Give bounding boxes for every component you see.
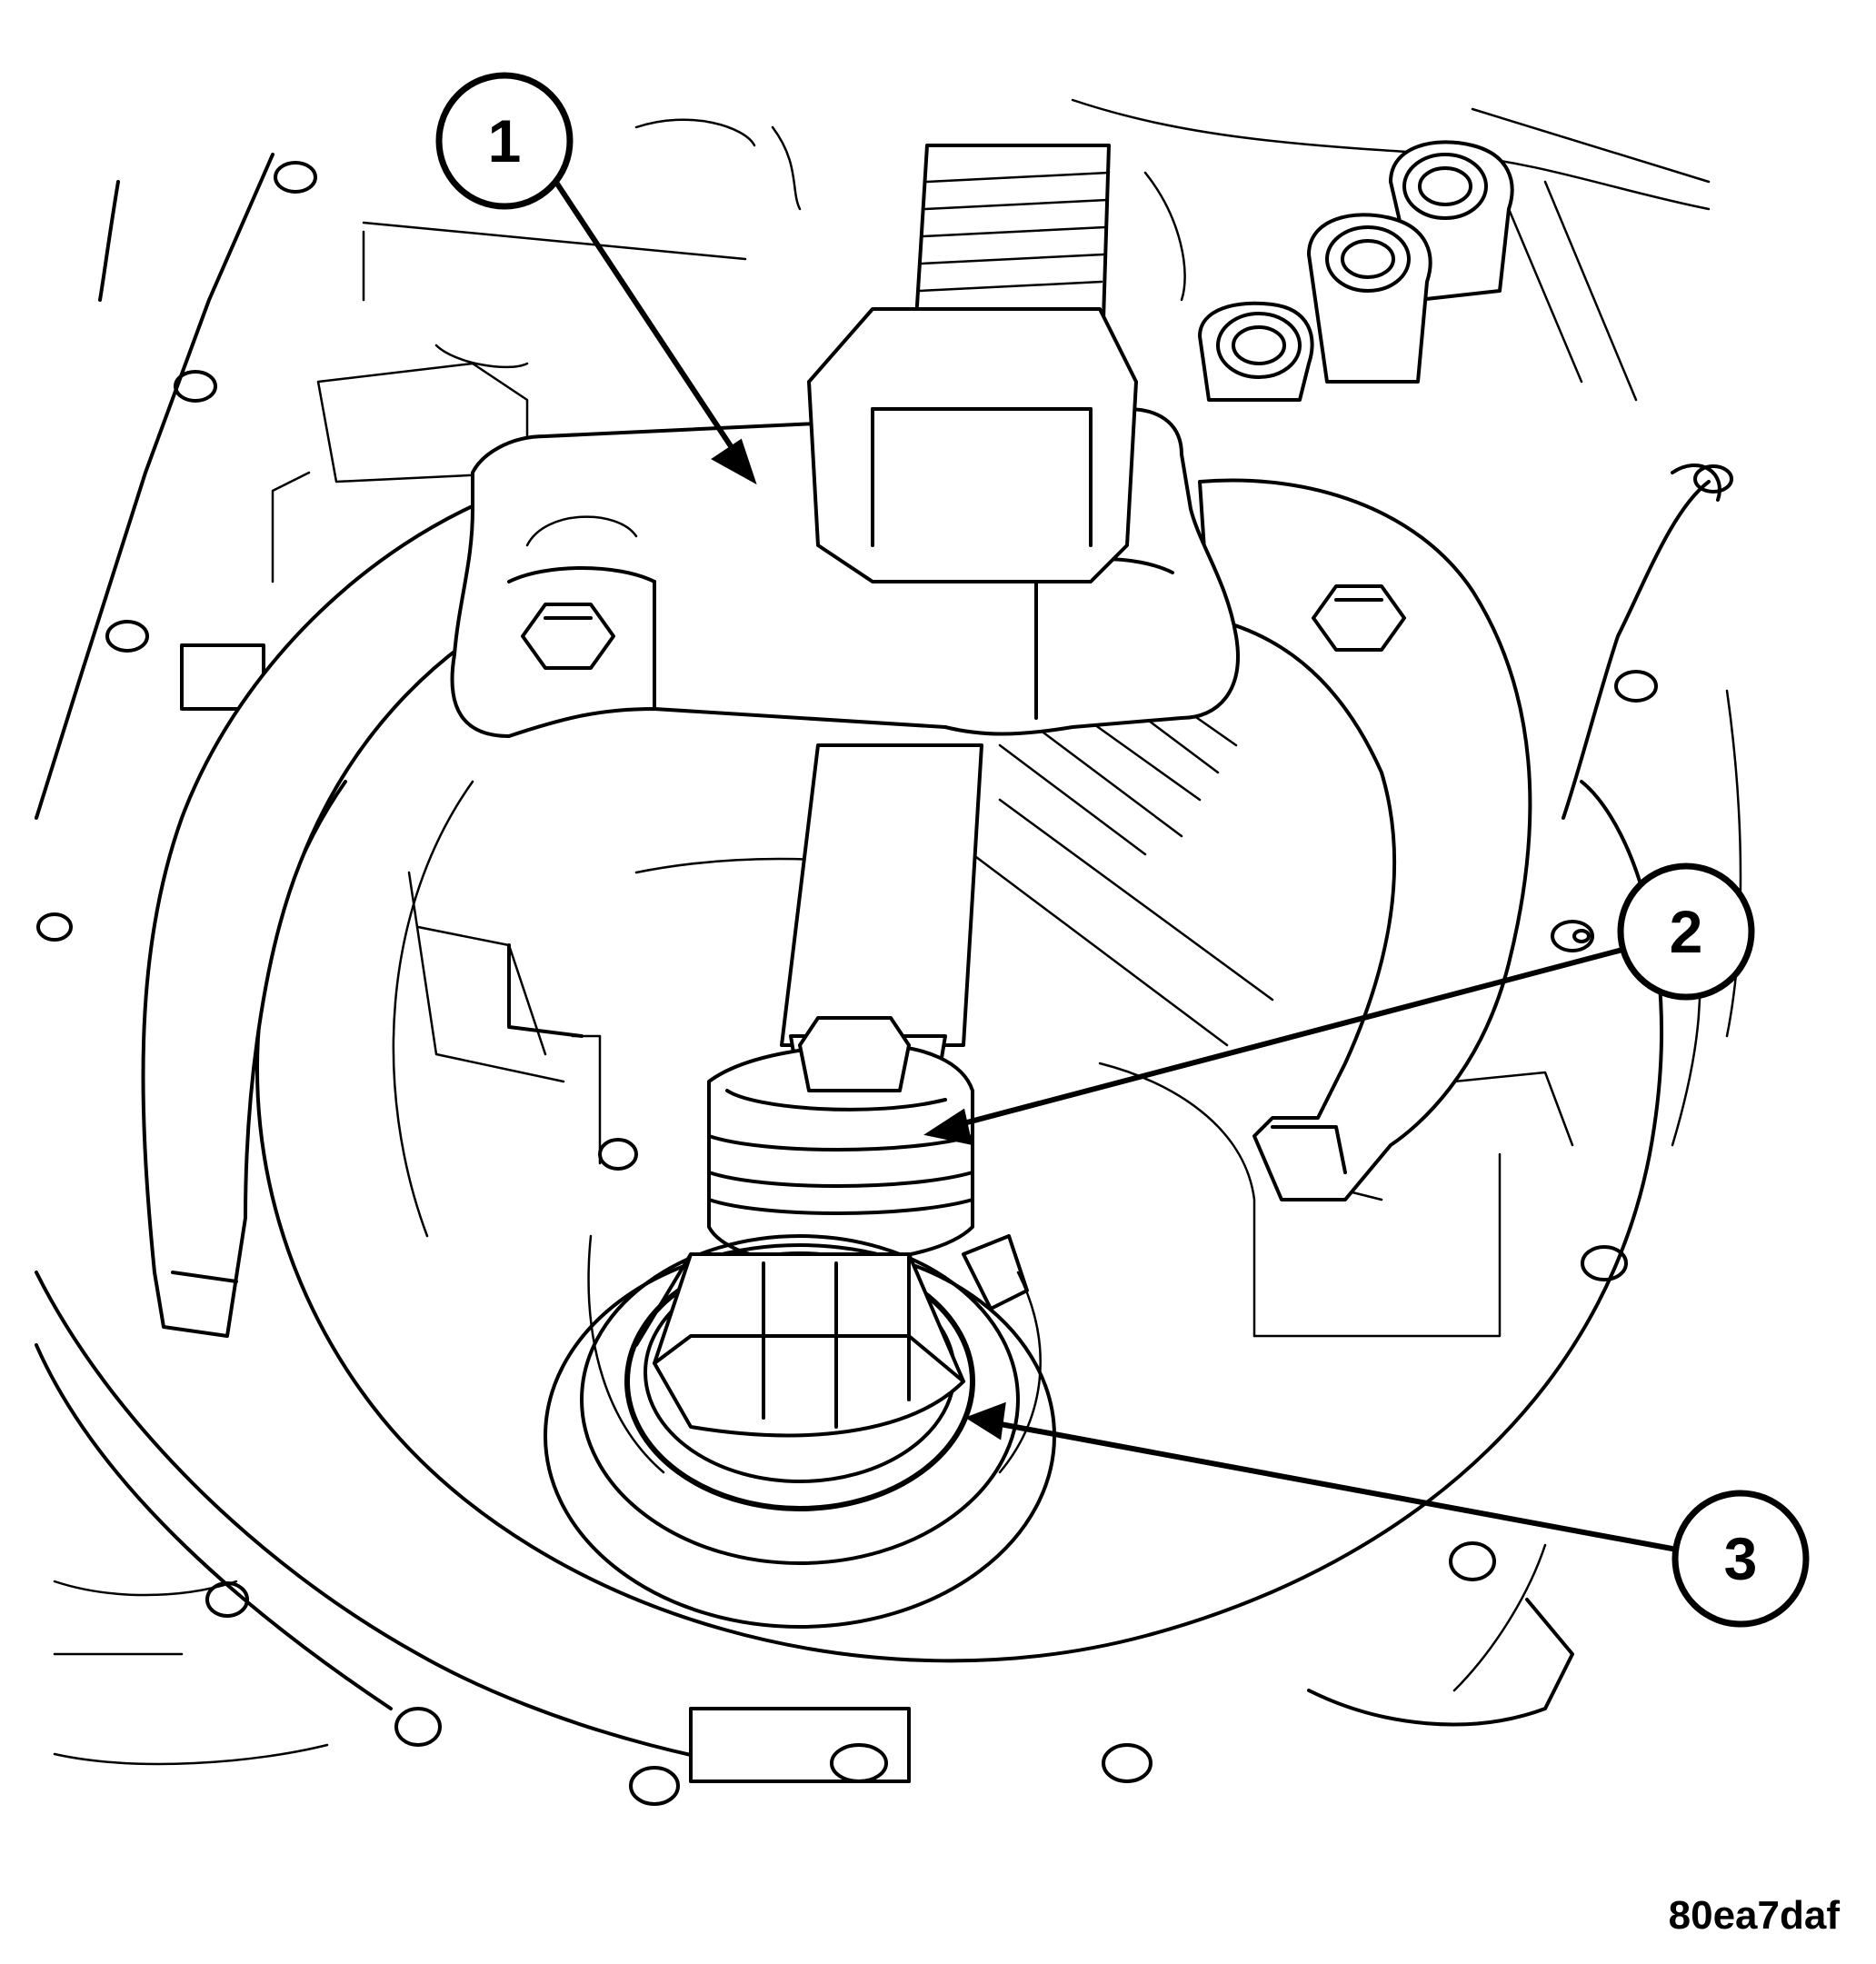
callout-1: 1 — [435, 72, 574, 210]
callout-3-circle — [1671, 1490, 1810, 1628]
callout-2-circle — [1617, 862, 1755, 1001]
puller-right-jaw — [1198, 478, 1532, 1201]
housing-bolt-holes — [36, 161, 1733, 1806]
transmission-housing — [35, 98, 1742, 1783]
figure-id: 80ea7daf — [1668, 1893, 1840, 1938]
callout-3-label: 3 — [1724, 1525, 1758, 1592]
leader-lines — [547, 170, 1680, 1552]
callout-2-label: 2 — [1670, 898, 1703, 965]
callout-2: 2 — [1617, 862, 1755, 1001]
callout-3: 3 — [1671, 1490, 1810, 1628]
callout-1-label: 1 — [488, 107, 522, 174]
internal-components — [180, 344, 1574, 1338]
puller-adapter — [707, 1016, 974, 1265]
puller-left-jaw — [141, 489, 565, 1338]
bearing-and-seal — [544, 1234, 1056, 1629]
callout-1-circle — [435, 72, 574, 210]
